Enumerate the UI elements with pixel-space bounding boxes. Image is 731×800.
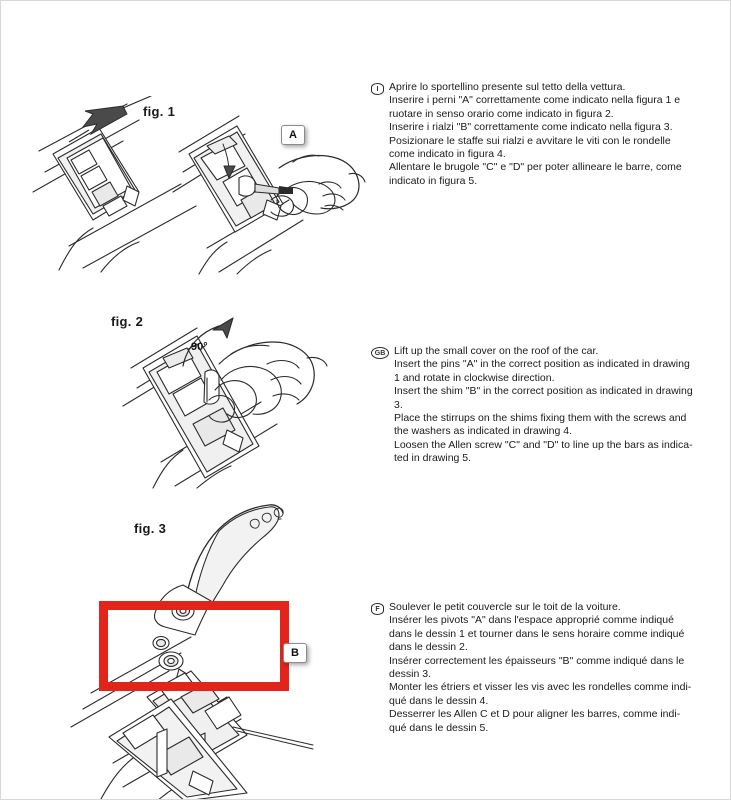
instruction-line: dans le dessin 1 et tourner dans le sens…	[389, 627, 685, 640]
language-marker-fr: F	[371, 603, 384, 615]
language-marker-gb: GB	[371, 347, 389, 359]
instructions-english: GB Lift up the small cover on the roof o…	[371, 345, 693, 466]
figure-1: fig. 1	[31, 96, 371, 276]
instruction-line: Insert the shim "B" in the correct posit…	[394, 385, 693, 398]
instruction-line: Aprire lo sportellino presente sul tetto…	[389, 81, 626, 93]
instruction-lines-gb: Lift up the small cover on the roof of t…	[394, 345, 693, 466]
callout-label-a: A	[281, 125, 305, 145]
instruction-lines-it: Aprire lo sportellino presente sul tetto…	[389, 81, 683, 188]
figure-2-illustration	[122, 317, 328, 489]
direction-arrow-1	[68, 105, 128, 143]
instruction-line: Insérer correctement les épaisseurs "B" …	[389, 654, 685, 667]
instruction-line: come indicato in figura 4.	[389, 148, 506, 161]
figure-3: fig. 3	[61, 501, 381, 799]
instruction-line: Lift up the small cover on the roof of t…	[394, 345, 599, 357]
instruction-line: dans le dessin 2.	[389, 641, 468, 654]
figure-2-label: fig. 2	[111, 314, 144, 329]
instruction-line: indicato in figura 5.	[389, 174, 478, 187]
instruction-line: dessin 3.	[389, 668, 432, 681]
instructions-italian: I Aprire lo sportellino presente sul tet…	[371, 81, 683, 188]
instruction-line: Inserire i perni "A" correttamente come …	[389, 94, 681, 107]
instruction-line: ruotare in senso orario come indicato in…	[389, 107, 614, 120]
instruction-line: ted in drawing 5.	[394, 452, 472, 465]
instruction-line: qué dans le dessin 5.	[389, 721, 489, 734]
instruction-line: Loosen the Allen screw "C" and "D" to li…	[394, 438, 693, 451]
instruction-line: Place the stirrups on the shims fixing t…	[394, 412, 687, 425]
figure-3-illustration	[70, 504, 314, 799]
instruction-line: Soulever le petit couvercle sur le toit …	[389, 601, 621, 613]
instruction-lines-fr: Soulever le petit couvercle sur le toit …	[389, 601, 691, 735]
instruction-line: 3.	[394, 398, 403, 411]
language-marker-it: I	[371, 83, 384, 95]
instruction-line: Insérer les pivots "A" dans l'espace app…	[389, 614, 674, 627]
instruction-line: Allentare le brugole "C" e "D" per poter…	[389, 161, 682, 174]
instruction-line: Inserire i rialzi "B" correttamente come…	[389, 121, 673, 134]
instruction-line: Monter les étriers et visser les vis ave…	[389, 681, 692, 694]
rotation-angle-label: 90°	[191, 341, 208, 353]
instruction-line: 1 and rotate in clockwise direction.	[394, 371, 555, 384]
instruction-line: Insert the pins "A" in the correct posit…	[394, 358, 690, 371]
figure-1-illustration	[32, 96, 366, 275]
figure-2: fig. 2	[101, 306, 381, 491]
instruction-line: qué dans le dessin 4.	[389, 694, 489, 707]
instruction-line: Desserrer les Allen C et D pour aligner …	[389, 708, 681, 721]
figure-1-label: fig. 1	[143, 104, 176, 119]
instructions-french: F Soulever le petit couvercle sur le toi…	[371, 601, 691, 735]
instruction-line: the washers as indicated in drawing 4.	[394, 425, 573, 438]
callout-label-b: B	[283, 643, 307, 663]
figure-3-label: fig. 3	[134, 521, 167, 536]
instruction-line: Posizionare le staffe sui rialzi e avvit…	[389, 134, 671, 147]
